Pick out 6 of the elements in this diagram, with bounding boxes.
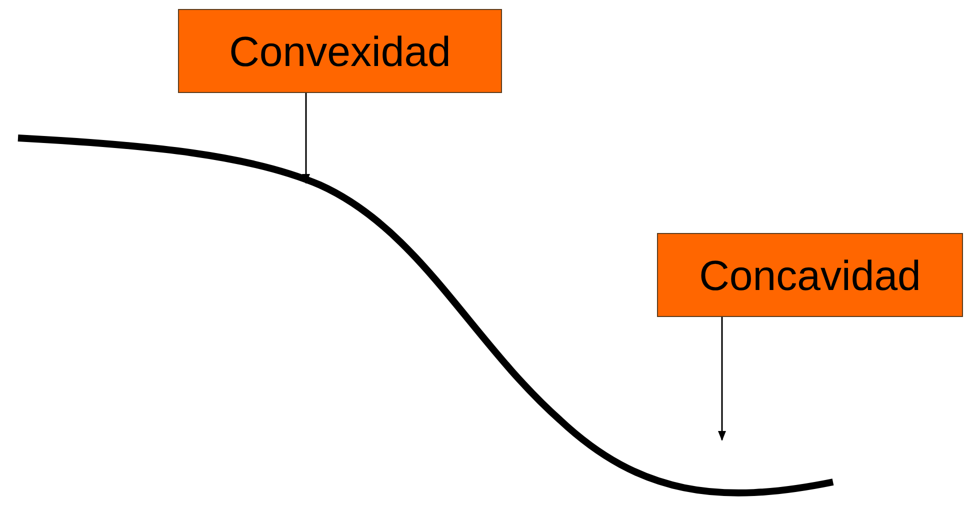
label-text: Concavidad xyxy=(699,250,921,300)
arrow xyxy=(718,317,726,441)
label-box xyxy=(178,9,502,93)
label-text: Convexidad xyxy=(229,26,451,76)
arrow xyxy=(302,93,310,184)
label-box xyxy=(657,233,963,317)
